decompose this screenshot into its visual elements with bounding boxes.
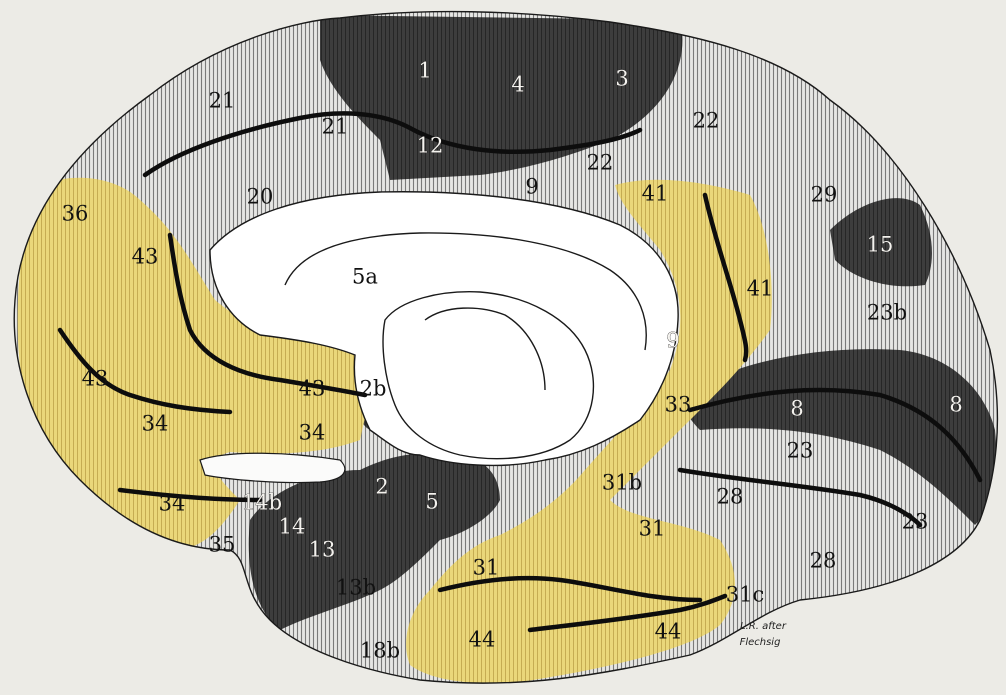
label-r22b: 22 — [587, 151, 614, 175]
label-r44a: 44 — [469, 628, 496, 652]
label-r31a: 31 — [639, 517, 666, 541]
note-line-2: Flechsig — [740, 637, 781, 648]
label-r8a: 8 — [790, 397, 803, 421]
label-r43c: 43 — [299, 377, 326, 401]
label-r23b: 23b — [867, 301, 907, 325]
label-r35: 35 — [209, 533, 236, 557]
handwritten-note: L.R. after Flechsig — [740, 621, 787, 648]
label-r22a: 22 — [693, 109, 720, 133]
label-r31c: 31 — [473, 556, 500, 580]
label-r4: 4 — [511, 73, 524, 97]
label-r5a: 5a — [352, 265, 378, 289]
label-r18b: 18b — [360, 639, 400, 663]
label-r8b: 8 — [949, 393, 962, 417]
label-r28a: 28 — [717, 485, 744, 509]
label-r13b: 13b — [336, 576, 376, 600]
label-r23a: 23 — [787, 439, 814, 463]
label-r3: 3 — [615, 67, 628, 91]
label-r21a: 21 — [209, 89, 236, 113]
label-r41b: 41 — [747, 277, 774, 301]
label-r33: 33 — [665, 393, 692, 417]
label-r15: 15 — [867, 233, 894, 257]
label-r43a: 43 — [132, 245, 159, 269]
label-r9b: 9 — [666, 329, 679, 353]
region-white-lower — [200, 453, 345, 482]
label-r36: 36 — [62, 202, 89, 226]
label-r28b: 28 — [810, 549, 837, 573]
label-r44b: 44 — [655, 620, 682, 644]
label-r2: 2 — [375, 475, 388, 499]
note-line-1: L.R. after — [740, 621, 787, 632]
label-r1: 1 — [418, 59, 431, 83]
label-r31cc: 31c — [726, 583, 764, 607]
label-r12: 12 — [417, 134, 444, 158]
label-r5: 5 — [425, 490, 438, 514]
label-r34c: 34 — [159, 492, 186, 516]
label-r31b: 31b — [602, 471, 642, 495]
label-r34a: 34 — [142, 412, 169, 436]
label-r43b: 43 — [82, 367, 109, 391]
label-r14: 14 — [279, 515, 306, 539]
label-r29: 29 — [811, 183, 838, 207]
label-r14b: 14b — [242, 491, 282, 515]
label-r41a: 41 — [642, 182, 669, 206]
label-r34b: 34 — [299, 421, 326, 445]
label-r20: 20 — [247, 185, 274, 209]
label-r23c: 23 — [902, 510, 929, 534]
label-r21b: 21 — [322, 115, 349, 139]
label-r2b: 2b — [360, 377, 387, 401]
label-r13: 13 — [309, 538, 336, 562]
label-r9a: 9 — [525, 175, 538, 199]
